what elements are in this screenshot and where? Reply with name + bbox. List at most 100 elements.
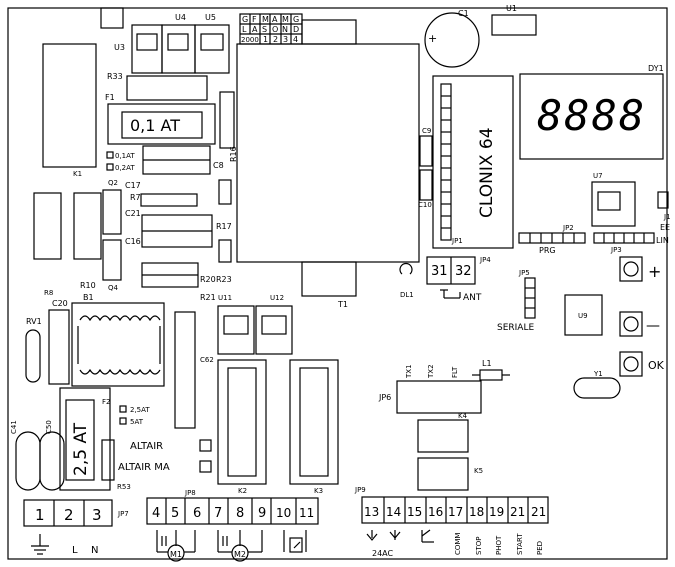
jp3-header <box>593 232 655 244</box>
b1-coil-top <box>79 315 161 322</box>
u7-regulator <box>591 181 636 227</box>
c17-label: C17 <box>125 181 141 190</box>
jp9-phot-label: PHOT <box>495 535 503 555</box>
dl1-label: DL1 <box>400 291 414 299</box>
r16-resistor <box>219 91 235 149</box>
u12-tab <box>261 315 287 335</box>
jp9-label: JP9 <box>354 486 366 494</box>
k2-relay <box>217 359 267 485</box>
date-row3-1: 1 <box>263 35 268 44</box>
l1-label: L1 <box>482 359 492 368</box>
u9-label: U9 <box>578 312 588 320</box>
r23-resistor <box>218 239 232 263</box>
u4-label: U4 <box>175 13 186 22</box>
jp9-terminal-18: 18 <box>469 505 484 519</box>
c1-label: C1 <box>458 9 469 18</box>
c1-plus-icon: + <box>428 32 437 45</box>
board-outline <box>7 7 668 560</box>
t1-top-tab <box>301 19 357 45</box>
terminal-31: 31 <box>431 264 448 279</box>
f1-label: F1 <box>105 93 115 102</box>
r33-label: R33 <box>107 72 123 81</box>
jp8-terminal-7: 7 <box>214 506 222 521</box>
u7-tab <box>597 191 621 211</box>
date-row1-g: G <box>242 15 248 24</box>
m2-label: M2 <box>234 550 246 559</box>
jp8-terminal-9: 9 <box>258 506 266 521</box>
r17-label: R17 <box>216 222 232 231</box>
ok-button[interactable]: OK <box>619 351 665 377</box>
c10-capacitor <box>419 169 433 201</box>
r20-label: R20 <box>200 275 216 284</box>
date-row1-a: A <box>272 15 278 24</box>
jp7-label: JP7 <box>117 510 129 518</box>
jp8-terminal-6: 6 <box>193 506 201 521</box>
u3-tab <box>136 33 158 51</box>
opt-02at-label: 0,2AT <box>115 164 135 172</box>
jp9-terminal-16: 16 <box>428 505 443 519</box>
date-row2-o: O <box>272 25 278 34</box>
dy1-display <box>519 73 664 160</box>
jp9-terminal-17: 17 <box>448 505 463 519</box>
c16-label: C16 <box>125 237 141 246</box>
c41-label: C41 <box>10 420 18 434</box>
k4-relay <box>417 419 469 453</box>
f2-rating: 2,5 AT <box>71 422 91 476</box>
jp9-terminal-19: 19 <box>489 505 504 519</box>
r23-label: R23 <box>216 275 232 284</box>
q2-label: Q2 <box>108 179 118 187</box>
k1-relay <box>42 43 97 168</box>
altair-label: ALTAIR <box>130 441 163 452</box>
r8-label: R8 <box>44 289 53 297</box>
ground-icon <box>31 534 49 555</box>
motor-m2-icon <box>217 530 263 562</box>
rv1-varistor <box>25 329 41 383</box>
jp7-terminal-3: 3 <box>92 506 102 524</box>
jp8-terminal-4: 4 <box>152 506 160 521</box>
jp8-terminal-8: 8 <box>236 506 244 521</box>
r16-label: R16 <box>229 146 238 162</box>
altair-ma-label: ALTAIR MA <box>118 462 170 473</box>
jp9-terminal-block <box>361 496 549 524</box>
jp2-header <box>518 232 586 244</box>
opt-5at-label: 5AT <box>130 418 144 426</box>
jp4-label: JP4 <box>479 256 491 264</box>
f2-resistor <box>101 439 115 481</box>
switch-icon <box>421 529 434 543</box>
jp7-terminal-2: 2 <box>64 506 74 524</box>
r10-label: R10 <box>80 281 96 290</box>
r21-label: R21 <box>200 293 216 302</box>
date-row3-year: 2000 <box>241 36 259 44</box>
jp9-terminal-21b: 21 <box>531 505 546 519</box>
k5-label: K5 <box>474 467 483 475</box>
ee-label: EE <box>660 223 670 232</box>
c21-label: C21 <box>125 209 141 218</box>
u11-tab <box>223 315 249 335</box>
c41-capacitor <box>15 431 41 491</box>
clonix-module <box>432 75 514 249</box>
k1-label: K1 <box>73 170 82 178</box>
ok-button-label: OK <box>648 359 665 372</box>
ant-label: ANT <box>463 293 482 303</box>
jp7-n-label: N <box>91 545 98 556</box>
opt-25at-label: 2,5AT <box>130 406 150 414</box>
dy1-digits: 8888 <box>537 91 646 140</box>
jp8-label: JP8 <box>184 489 196 497</box>
date-row2-s: S <box>262 25 267 34</box>
jp6-module <box>396 380 482 414</box>
k3-relay <box>289 359 339 485</box>
jp7-terminal-1: 1 <box>35 506 45 524</box>
u5-label: U5 <box>205 13 216 22</box>
jp1-label: JP1 <box>451 237 463 245</box>
r17-resistor <box>218 179 232 205</box>
dl1-led <box>399 263 413 275</box>
opt-02at-pad <box>106 163 114 171</box>
j1-label: J1 <box>663 213 671 221</box>
minus-button[interactable]: — <box>619 311 660 337</box>
u7-label: U7 <box>593 172 603 180</box>
f2-label: F2 <box>102 398 110 406</box>
date-row1-g2: G <box>293 15 299 24</box>
c62-capacitor <box>174 311 196 429</box>
plus-button[interactable]: + <box>619 256 661 282</box>
tx1-label: TX1 <box>405 364 413 379</box>
